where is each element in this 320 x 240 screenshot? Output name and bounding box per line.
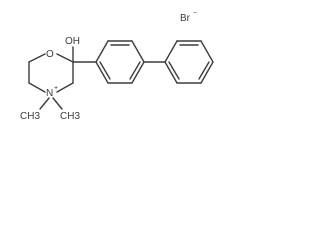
bond-ring1-d xyxy=(131,61,145,84)
bond-ring2-double-left xyxy=(168,61,180,80)
bond-ring1-f xyxy=(95,61,109,84)
chemical-structure-diagram: Br − O xyxy=(20,10,214,122)
bond-ring1-c xyxy=(131,40,145,63)
bond-ring2-c xyxy=(200,40,214,63)
bond-ring1-double-left xyxy=(99,61,111,80)
phenyl-ring xyxy=(164,40,214,84)
ring-oxygen-label: O xyxy=(46,49,54,60)
bromide-symbol: Br xyxy=(180,13,191,24)
nitrogen-symbol: N xyxy=(46,88,53,99)
bond-ring2-a xyxy=(164,40,178,63)
bond-c3-n xyxy=(56,82,74,93)
bond-ring2-d xyxy=(200,61,214,84)
bond-n-methyl-right xyxy=(52,97,63,110)
ammonium-nitrogen: N + xyxy=(46,85,58,99)
bond-ring1-double-right xyxy=(129,61,141,80)
methyl-right-label: CH3 xyxy=(60,111,80,122)
bond-c6-o xyxy=(28,53,46,63)
nitrogen-charge: + xyxy=(54,85,58,92)
bond-n-c5 xyxy=(28,82,46,93)
phenylene-ring xyxy=(95,40,145,84)
methyl-left-label: CH3 xyxy=(20,111,40,122)
bond-ring1-a xyxy=(95,40,109,63)
bromide-counter-ion: Br − xyxy=(180,10,197,24)
morpholinium-ring xyxy=(28,53,74,93)
bond-o-c2 xyxy=(56,53,74,63)
bond-ring2-double-right xyxy=(198,61,210,80)
bond-n-methyl-left xyxy=(39,97,50,110)
bond-ring2-f xyxy=(164,61,178,84)
bromide-charge: − xyxy=(193,10,197,17)
hydroxyl-label: OH xyxy=(65,36,80,47)
